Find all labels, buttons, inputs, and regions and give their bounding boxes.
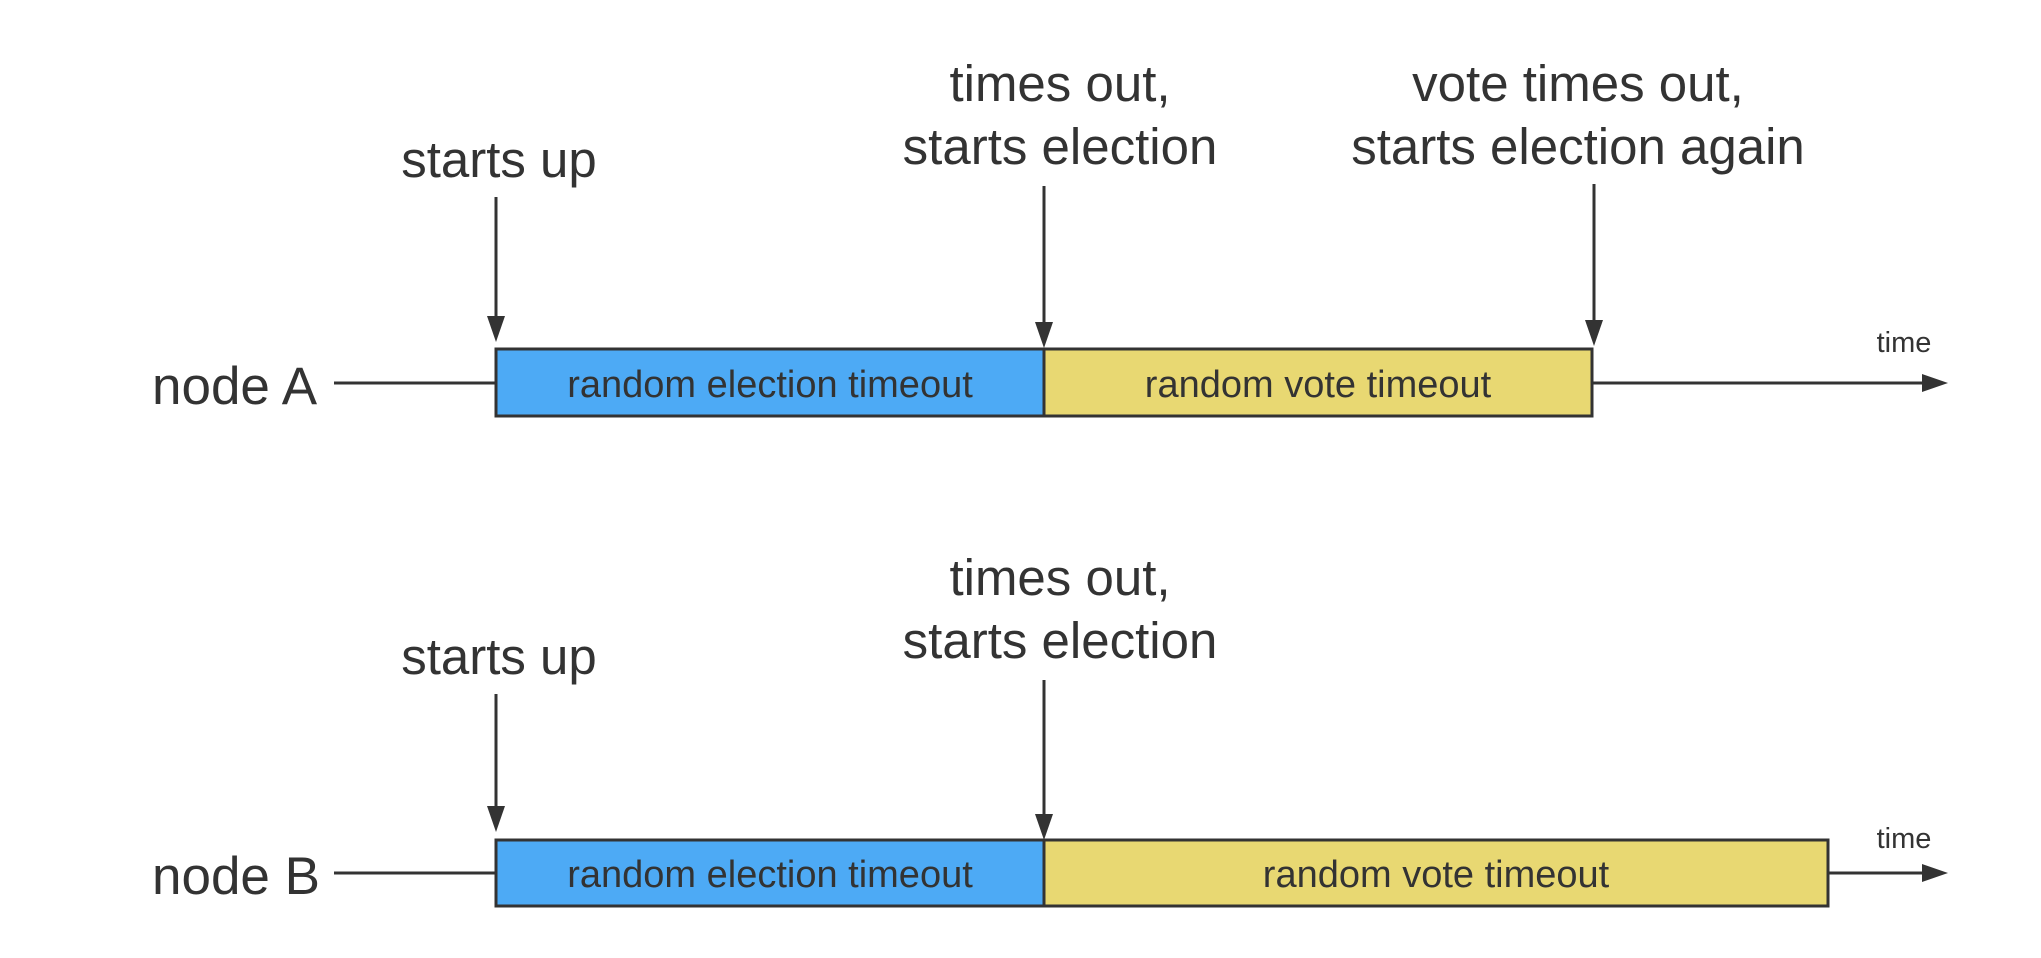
timeline-node-a: node A random election timeout random vo… — [152, 55, 1948, 418]
node-a-vote-times-out-label: vote times out, — [1412, 55, 1744, 112]
node-a-event-starts-up: starts up — [401, 131, 597, 342]
node-b-starts-election-label: starts election — [903, 612, 1218, 669]
node-a-label: node A — [152, 357, 318, 416]
node-b-times-out-label: times out, — [949, 549, 1170, 606]
node-a-vote-timeout-bar — [1042, 347, 1594, 418]
node-b-election-timeout-label: random election timeout — [567, 854, 973, 896]
node-b-times-out-arrowhead — [1035, 814, 1053, 840]
node-a-starts-election-again-label: starts election again — [1351, 118, 1805, 175]
node-a-starts-election-label: starts election — [903, 118, 1218, 175]
node-b-vote-timeout-bar — [1042, 838, 1830, 908]
node-b-starts-up-label: starts up — [401, 628, 597, 685]
node-b-event-starts-up: starts up — [401, 628, 597, 832]
node-a-time-label: time — [1877, 327, 1932, 359]
timeline-node-b: node B random election timeout random vo… — [152, 549, 1948, 908]
node-b-time-label: time — [1877, 823, 1932, 855]
node-a-election-timeout-label: random election timeout — [567, 364, 973, 406]
node-a-event-times-out: times out, starts election — [903, 55, 1218, 348]
node-b-event-times-out: times out, starts election — [903, 549, 1218, 840]
node-b-label: node B — [152, 847, 320, 906]
node-a-time-arrowhead — [1922, 374, 1948, 392]
node-a-event-vote-times-out: vote times out, starts election again — [1351, 55, 1805, 346]
node-b-starts-up-arrowhead — [487, 806, 505, 832]
node-b-time-arrowhead — [1922, 864, 1948, 882]
node-a-vote-times-out-arrowhead — [1585, 320, 1603, 346]
node-a-times-out-label: times out, — [949, 55, 1170, 112]
node-a-vote-timeout-label: random vote timeout — [1145, 364, 1492, 406]
node-a-starts-up-arrowhead — [487, 316, 505, 342]
node-a-times-out-arrowhead — [1035, 322, 1053, 348]
node-a-starts-up-label: starts up — [401, 131, 597, 188]
node-b-vote-timeout-label: random vote timeout — [1263, 854, 1610, 896]
